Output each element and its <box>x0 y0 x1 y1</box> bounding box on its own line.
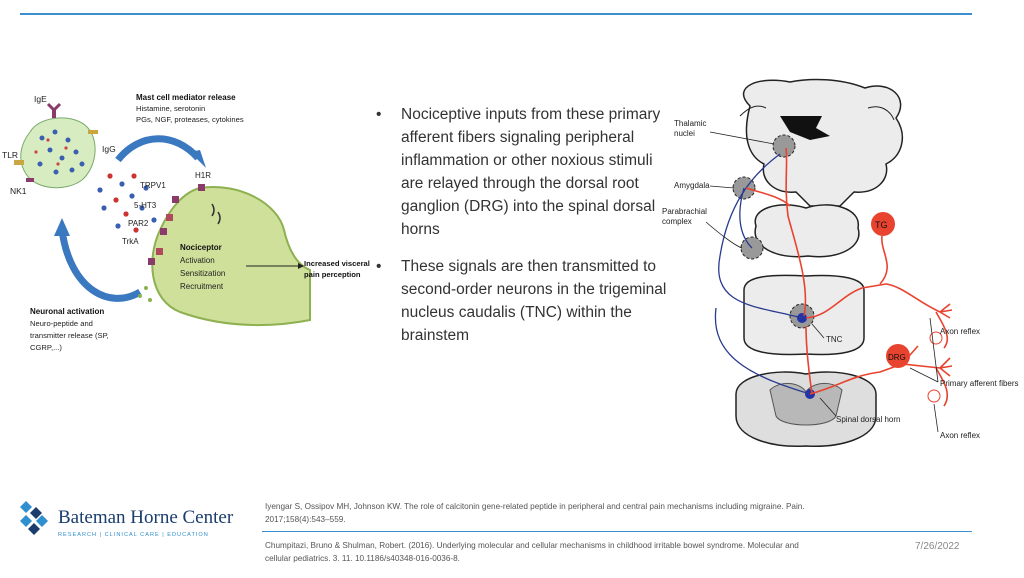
logo-name: Bateman Horne Center <box>58 507 234 528</box>
activation-arrow <box>58 229 142 302</box>
nociceptor-terminal <box>151 186 311 327</box>
mast-line-1: Histamine, serotonin <box>136 104 205 113</box>
reference-divider <box>262 531 972 532</box>
trpv1-label: TRPV1 <box>140 181 166 190</box>
title-divider <box>20 13 972 15</box>
tnc-label: TNC <box>826 335 843 344</box>
igg-label: IgG <box>102 144 116 154</box>
parabrachial-label-2: complex <box>662 217 692 226</box>
drg-label: DRG <box>888 353 906 362</box>
pons-section <box>754 204 860 258</box>
h1r-label: H1R <box>195 171 211 180</box>
reference-1: Iyengar S, Ossipov MH, Johnson KW. The r… <box>265 502 805 524</box>
slide-date: 7/26/2022 <box>915 541 960 552</box>
nociceptor-title: Nociceptor <box>180 243 222 252</box>
mast-cell-nociceptor-diagram: IgE IgG TLR NK1 Mast cell mediator relea… <box>2 93 370 352</box>
thalamic-label-2: nuclei <box>674 129 695 138</box>
bullet-text: These signals are then transmitted to se… <box>401 258 667 344</box>
release-arrow <box>115 135 201 163</box>
reference-2: Chumpitazi, Bruno & Shulman, Robert. (20… <box>265 541 799 563</box>
thalamic-nucleus <box>772 134 796 158</box>
axon-reflex-bottom-label: Axon reflex <box>940 431 980 440</box>
neuronal-title: Neuronal activation <box>30 307 104 316</box>
afferent-pathway-red <box>745 147 953 407</box>
logo-tagline: RESEARCH | CLINICAL CARE | EDUCATION <box>58 532 209 538</box>
axon-reflex-top-label: Axon reflex <box>940 327 980 336</box>
bullet-text: Nociceptive inputs from these primary af… <box>401 106 661 238</box>
bullet-item: • Nociceptive inputs from these primary … <box>372 103 672 241</box>
ascending-pathway-blue <box>718 153 803 319</box>
nociceptor-line-3: Recruitment <box>180 282 224 291</box>
bullet-dot: • <box>376 106 382 123</box>
5ht3-label: 5-HT3 <box>134 201 157 210</box>
visceral-line-2: pain perception <box>304 270 361 279</box>
tg-label: TG <box>875 220 888 230</box>
tg-ganglion <box>871 212 895 236</box>
bullet-list: • Nociceptive inputs from these primary … <box>372 103 672 361</box>
neuronal-line-2: transmitter release (SP, <box>30 331 109 340</box>
mediator-particles <box>97 173 157 233</box>
amygdala-label: Amygdala <box>674 181 710 190</box>
brain-section <box>742 78 904 207</box>
neuronal-line-1: Neuro-peptide and <box>30 319 93 328</box>
primary-afferent-label: Primary afferent fibers <box>940 379 1019 388</box>
tlr-label: TLR <box>2 150 18 160</box>
par2-label: PAR2 <box>128 219 149 228</box>
trka-label: TrkA <box>122 237 139 246</box>
mast-cell <box>14 102 98 189</box>
ige-label: IgE <box>34 94 47 104</box>
pain-pathway-diagram: TG DRG Thalamic nuclei Amygdala Parabrac… <box>662 78 1019 447</box>
neuronal-line-3: CGRP,...) <box>30 343 62 352</box>
nociceptor-line-2: Sensitization <box>180 269 225 278</box>
bullet-dot: • <box>376 258 382 275</box>
bullet-item: • These signals are then transmitted to … <box>372 255 672 347</box>
nk1-label: NK1 <box>10 186 27 196</box>
mast-title: Mast cell mediator release <box>136 93 236 102</box>
thalamic-label-1: Thalamic <box>674 119 706 128</box>
bateman-horne-logo: Bateman Horne Center RESEARCH | CLINICAL… <box>16 497 246 547</box>
parabrachial-label-1: Parabrachial <box>662 207 707 216</box>
spinal-dorsal-horn-label: Spinal dorsal horn <box>836 415 900 424</box>
mast-line-2: PGs, NGF, proteases, cytokines <box>136 115 244 124</box>
drg-ganglion <box>886 344 910 368</box>
visceral-line-1: Increased visceral <box>304 259 370 268</box>
nociceptor-line-1: Activation <box>180 256 215 265</box>
logo-mark-icon <box>20 501 48 535</box>
